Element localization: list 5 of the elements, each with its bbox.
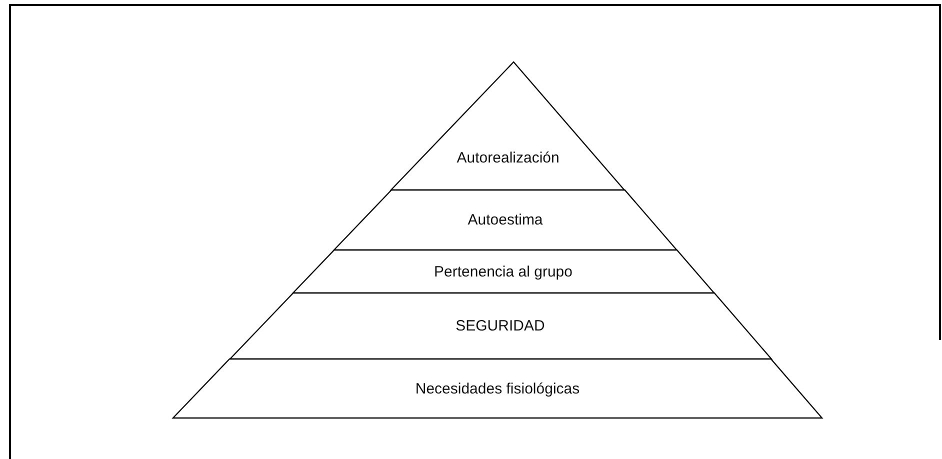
level-label: Necesidades fisiológicas — [415, 380, 580, 397]
level-label: Autorealización — [456, 150, 560, 166]
level-label: Autoestima — [468, 212, 543, 228]
level-label: Pertenencia al grupo — [434, 263, 572, 280]
level-label: SEGURIDAD — [456, 318, 545, 334]
